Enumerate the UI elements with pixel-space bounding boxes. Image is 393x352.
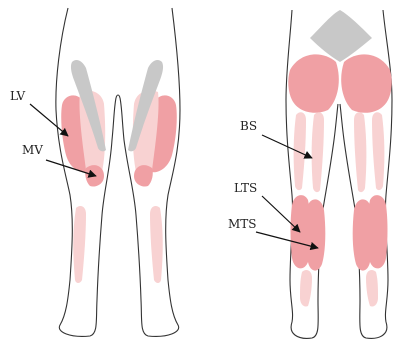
back-left-medial-gastrocnemius: [307, 199, 326, 270]
back-right-gluteus: [341, 54, 392, 112]
label-mv: MV: [22, 143, 43, 157]
back-left-gluteus: [288, 54, 339, 112]
front-right-vastus-medialis: [134, 165, 153, 186]
back-sacrum: [310, 10, 372, 62]
back-left-achilles: [300, 270, 312, 307]
back-right-achilles: [366, 270, 378, 307]
back-view-legs: [286, 10, 392, 338]
back-right-medial-gastrocnemius: [353, 199, 372, 270]
front-left-tibialis: [73, 206, 86, 283]
label-lv: LV: [10, 89, 26, 103]
front-crotch: [116, 95, 120, 98]
label-mts: MTS: [228, 217, 257, 231]
back-left-semitendinosus: [312, 112, 324, 192]
back-right-biceps-femoris: [372, 112, 384, 190]
front-right-tibialis: [150, 206, 163, 283]
back-left-biceps-femoris: [294, 112, 306, 190]
label-bs: BS: [240, 119, 257, 133]
front-view-legs: [56, 8, 180, 336]
label-lts: LTS: [234, 181, 257, 195]
back-right-semitendinosus: [354, 112, 366, 192]
